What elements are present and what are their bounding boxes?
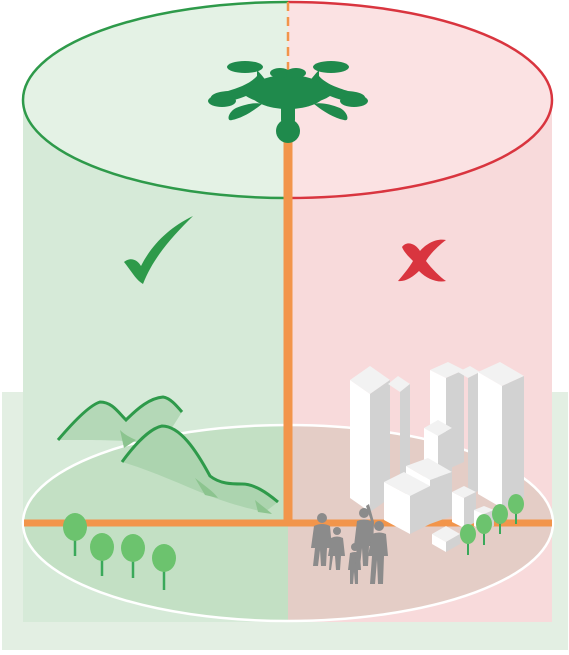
tree-icon: [508, 494, 524, 524]
cross-mark: [398, 239, 446, 282]
tree-icon: [460, 524, 476, 555]
person-icon: [354, 504, 374, 566]
people-group: [311, 504, 388, 584]
tree-icon: [492, 504, 508, 534]
person-icon: [311, 513, 332, 566]
tree-icon: [476, 514, 492, 545]
drone-icon: [208, 61, 368, 143]
top-ellipse-forbidden-outline: [287, 0, 554, 200]
tree-icon: [152, 544, 176, 590]
tree-icon: [90, 533, 114, 576]
trees-left: [63, 513, 176, 590]
person-icon: [328, 527, 345, 570]
person-icon: [368, 521, 388, 584]
trees-right: [460, 494, 524, 555]
top-ellipse-allowed-fill: [23, 2, 288, 198]
top-ellipse-forbidden-fill: [288, 2, 552, 198]
city-buildings: [350, 362, 524, 552]
tree-icon: [63, 513, 87, 556]
mountains: [56, 395, 279, 514]
top-ellipse-allowed-outline: [21, 0, 289, 200]
check-mark: [124, 216, 193, 284]
tree-icon: [121, 534, 145, 578]
